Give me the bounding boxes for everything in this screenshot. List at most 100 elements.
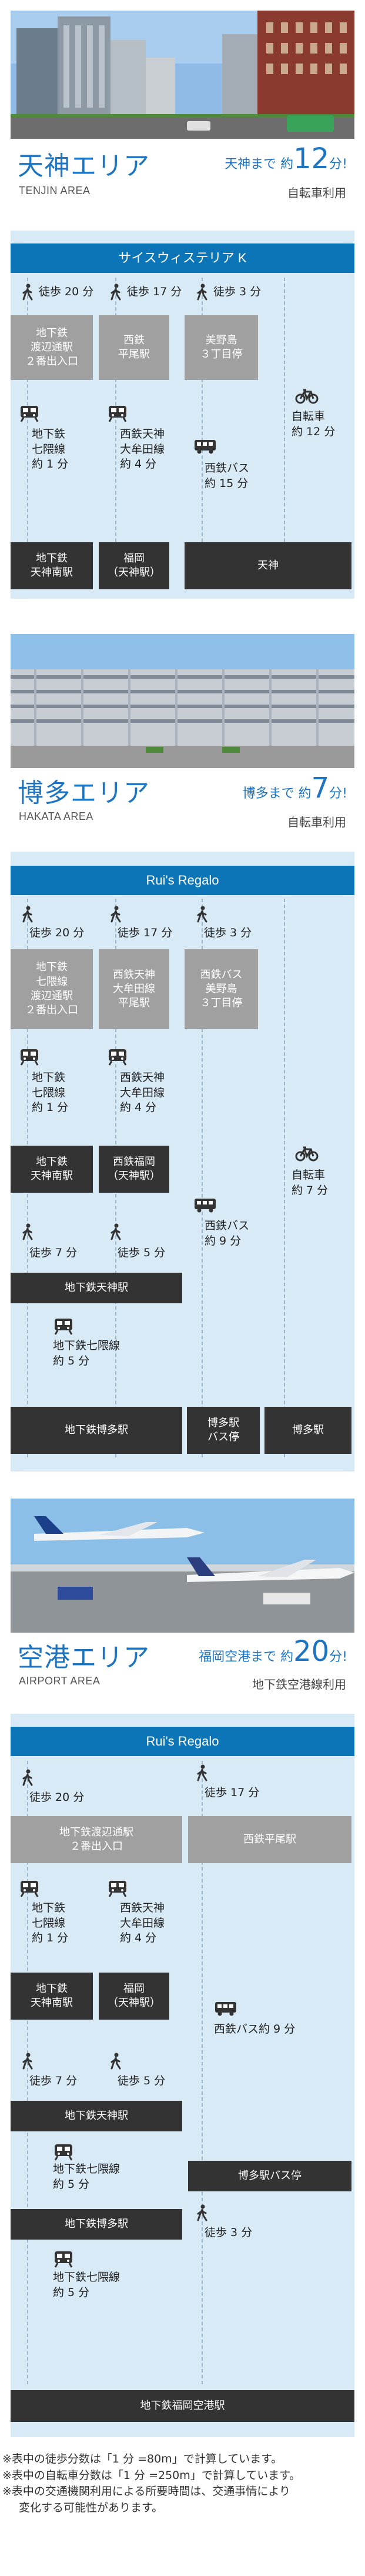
tenjin-title-band: 天神エリア TENJIN AREA 天神まで 約12分! 自転車利用 <box>11 139 354 209</box>
destination-box: 地下鉄博多駅 <box>11 1407 182 1454</box>
destination-box: 地下鉄 天神南駅 <box>11 1973 93 2020</box>
footnote: ※表中の徒歩分数は「1 分 =80m」で計算しています。 <box>2 2451 363 2468</box>
airport-title-band: 空港エリア AIRPORT AREA 福岡空港まで 約20分! 地下鉄空港線利用 <box>11 1633 354 1703</box>
station-box: 地下鉄渡辺通駅 ２番出入口 <box>11 1816 182 1863</box>
area-title: 空港エリア <box>18 1636 150 1674</box>
station-box: 西鉄平尾駅 <box>188 1816 351 1863</box>
bus-stop-box: 西鉄バス 美野島 ３丁目停 <box>185 949 258 1029</box>
train-icon <box>53 2250 74 2268</box>
walk-icon <box>107 283 125 301</box>
travel-time: 天神まで 約12分! <box>225 142 347 175</box>
travel-time-number: 12 <box>293 142 329 175</box>
destination-box: 地下鉄 天神南駅 <box>11 542 93 589</box>
route-line <box>284 278 285 583</box>
walk-time-label: 徒歩 20 分 <box>29 1790 84 1806</box>
bus-icon <box>193 1196 217 1214</box>
station-box: 西鉄 平尾駅 <box>99 315 169 380</box>
walk-time-label: 徒歩 7 分 <box>29 1246 77 1261</box>
walk-time-label: 徒歩 17 分 <box>127 285 182 300</box>
tenjin-route-panel: サイスウィステリア K 徒歩 20 分 徒歩 17 分 徒歩 3 分 地下鉄 渡… <box>11 231 354 599</box>
transfer-station-box: 地下鉄天神駅 <box>11 2101 182 2131</box>
walk-icon <box>19 906 36 923</box>
walk-time-label: 徒歩 17 分 <box>118 926 172 941</box>
hakata-route-panel: Rui's Regalo 徒歩 20 分 徒歩 17 分 徒歩 3 分 地下鉄 … <box>11 852 354 1471</box>
train-icon <box>107 405 128 422</box>
train-icon <box>53 1317 74 1335</box>
destination-box: 天神 <box>185 542 351 589</box>
bicycle-icon <box>295 1144 319 1162</box>
start-point-header: サイスウィステリア K <box>11 243 354 273</box>
bus-stop-box: 博多駅バス停 <box>188 2161 351 2191</box>
bus-icon <box>193 438 217 455</box>
bus-stop-box: 美野島 ３丁目停 <box>185 315 258 380</box>
airport-photo <box>11 1499 354 1633</box>
travel-time-prefix: 天神まで 約 <box>225 157 293 172</box>
train-time-label: 西鉄天神 大牟田線 約 4 分 <box>120 1070 165 1116</box>
travel-mode-note: 地下鉄空港線利用 <box>252 1675 346 1692</box>
bicycle-icon <box>295 387 319 405</box>
travel-time-prefix: 博多まで 約 <box>243 786 312 801</box>
footnote: ※表中の自転車分数は「1 分 =250m」で計算しています。 <box>2 2468 363 2484</box>
travel-time-suffix: 分! <box>329 786 347 801</box>
start-point-header: Rui's Regalo <box>11 1727 354 1756</box>
walk-icon <box>19 283 36 301</box>
destination-box: 博多駅 <box>264 1407 351 1454</box>
area-subtitle: HAKATA AREA <box>19 810 93 823</box>
bus-time-label: 西鉄バス 約 9 分 <box>205 1219 249 1249</box>
train-time-label: 西鉄天神 大牟田線 約 4 分 <box>120 1901 165 1946</box>
train-time-label: 地下鉄 七隈線 約 1 分 <box>32 1901 68 1946</box>
destination-box: 地下鉄福岡空港駅 <box>11 2390 354 2422</box>
bus-time-label: 西鉄バス 約 15 分 <box>205 461 249 491</box>
train-time-label: 地下鉄七隈線 約 5 分 <box>53 2162 120 2192</box>
train-time-label: 西鉄天神 大牟田線 約 4 分 <box>120 427 165 472</box>
area-title: 天神エリア <box>18 145 150 182</box>
bus-icon <box>214 2000 237 2017</box>
walk-icon <box>107 1223 125 1241</box>
travel-time: 博多まで 約7分! <box>243 772 347 805</box>
transfer-station-box: 地下鉄天神駅 <box>11 1273 182 1303</box>
walk-time-label: 徒歩 20 分 <box>39 285 93 300</box>
destination-box: 西鉄福岡 （天神駅） <box>99 1146 169 1193</box>
travel-time-number: 7 <box>312 772 330 805</box>
travel-time-suffix: 分! <box>329 157 347 172</box>
train-icon <box>19 1880 40 1897</box>
hakata-title-band: 博多エリア HAKATA AREA 博多まで 約7分! 自転車利用 <box>11 768 354 839</box>
walk-icon <box>193 1764 211 1782</box>
footnotes: ※表中の徒歩分数は「1 分 =80m」で計算しています。 ※表中の自転車分数は「… <box>0 2451 365 2516</box>
train-icon <box>19 1048 40 1066</box>
destination-box: 福岡 （天神駅） <box>99 1973 169 2020</box>
train-time-label: 地下鉄七隈線 約 5 分 <box>53 1339 120 1369</box>
walk-time-label: 徒歩 7 分 <box>29 2074 77 2089</box>
destination-box: 地下鉄 天神南駅 <box>11 1146 93 1193</box>
walk-time-label: 徒歩 5 分 <box>118 2074 165 2089</box>
bicycle-time-label: 自転車 約 12 分 <box>292 409 335 439</box>
walk-time-label: 徒歩 17 分 <box>205 1786 259 1801</box>
walk-icon <box>107 2053 125 2070</box>
area-title: 博多エリア <box>18 772 150 809</box>
destination-box: 博多駅 バス停 <box>187 1407 260 1454</box>
train-icon <box>19 405 40 422</box>
train-time-label: 地下鉄 七隈線 約 1 分 <box>32 427 68 472</box>
hakata-station-photo <box>11 634 354 768</box>
area-subtitle: TENJIN AREA <box>19 185 91 197</box>
destination-box: 福岡 （天神駅） <box>99 542 169 589</box>
train-icon <box>107 1880 128 1897</box>
walk-time-label: 徒歩 20 分 <box>29 926 84 941</box>
travel-mode-note: 自転車利用 <box>287 183 346 201</box>
walk-time-label: 徒歩 5 分 <box>118 1246 165 1261</box>
travel-time: 福岡空港まで 約20分! <box>199 1635 347 1668</box>
tenjin-city-photo <box>11 11 354 139</box>
footnote: ※表中の交通機関利用による所要時間は、交通事情により 変化する可能性があります。 <box>2 2484 363 2516</box>
walk-time-label: 徒歩 3 分 <box>205 2225 252 2241</box>
transfer-station-box: 地下鉄博多駅 <box>11 2209 182 2240</box>
walk-icon <box>107 906 125 923</box>
airport-route-panel: Rui's Regalo 徒歩 20 分 徒歩 17 分 地下鉄渡辺通駅 ２番出… <box>11 1714 354 2437</box>
travel-time-number: 20 <box>293 1635 329 1668</box>
bicycle-time-label: 自転車 約 7 分 <box>292 1168 328 1198</box>
walk-time-label: 徒歩 3 分 <box>213 285 261 300</box>
train-time-label: 地下鉄七隈線 約 5 分 <box>53 2270 120 2300</box>
walk-icon <box>193 2204 211 2222</box>
walk-icon <box>19 1223 36 1241</box>
travel-mode-note: 自転車利用 <box>287 813 346 830</box>
walk-time-label: 徒歩 3 分 <box>204 926 252 941</box>
